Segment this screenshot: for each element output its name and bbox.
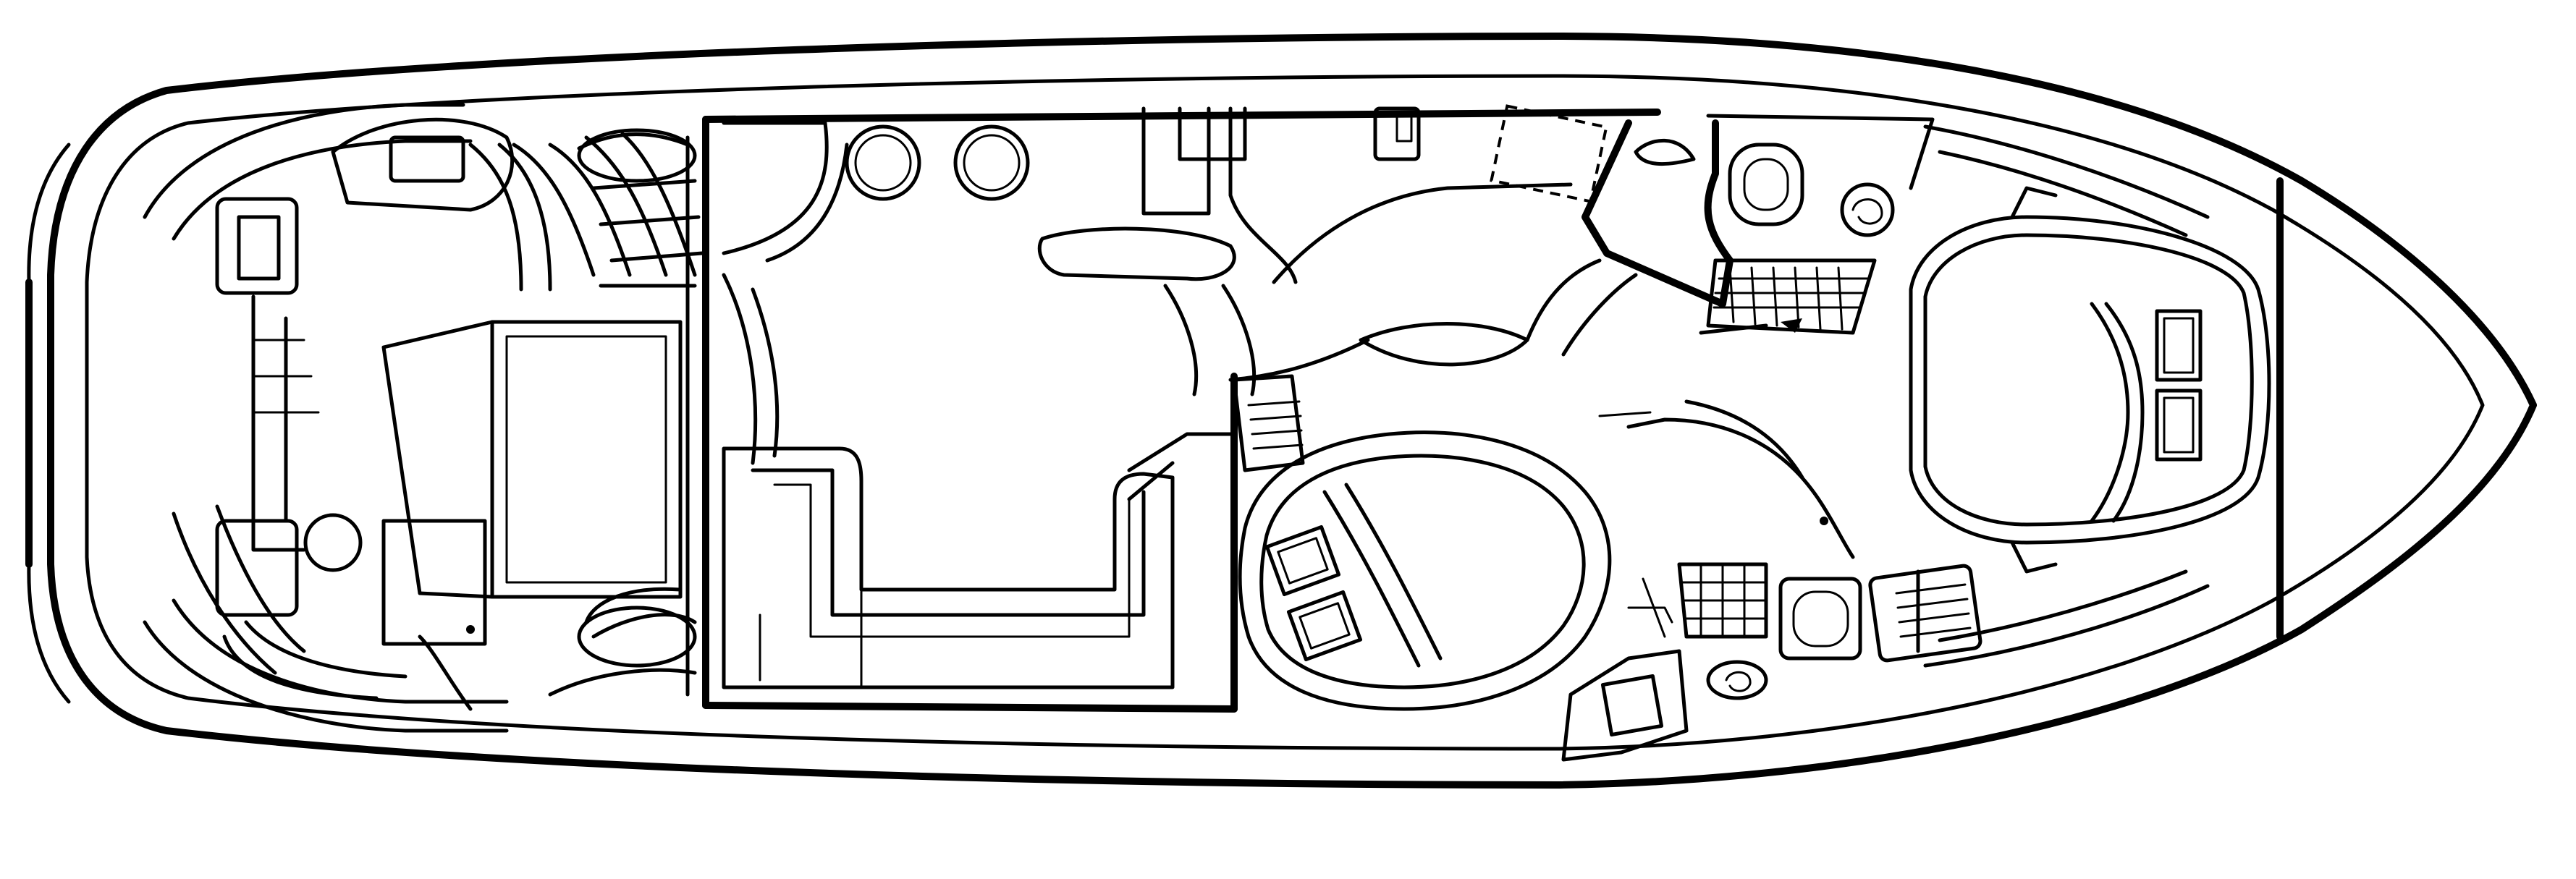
cockpit-table: [490, 320, 683, 599]
berth-icon: [1909, 215, 2271, 545]
starboard-head: [1561, 399, 1862, 762]
toilet-icon: [1728, 143, 1804, 226]
shower-icon: [1677, 562, 1768, 639]
forward-head: [1582, 114, 1935, 335]
mid-stateroom: [1127, 374, 1612, 711]
round-stool-icon: [845, 124, 921, 201]
galley-hatch: [1490, 104, 1608, 203]
sofa-icon: [722, 446, 1175, 689]
sink-icon: [1706, 660, 1768, 700]
round-stool-icon: [303, 513, 363, 572]
salon-stbd-lockers: [172, 504, 697, 711]
cockpit: [143, 103, 683, 733]
shower-icon: [1840, 182, 1895, 237]
sofa-icon: [215, 197, 299, 295]
forward-locker: [1868, 564, 1982, 663]
deck-edge: [85, 74, 2485, 751]
helm-seat-icon: [331, 117, 515, 212]
pillow-icon: [2155, 309, 2203, 382]
passage: [1359, 104, 1638, 367]
pillow-icon: [1264, 525, 1341, 597]
salon: [722, 106, 1573, 689]
forward-stateroom: [1909, 124, 2271, 668]
toilet-icon: [1778, 577, 1862, 661]
hull-outline: [47, 33, 2537, 789]
berth-icon: [1238, 430, 1612, 711]
hull: [25, 33, 2537, 789]
